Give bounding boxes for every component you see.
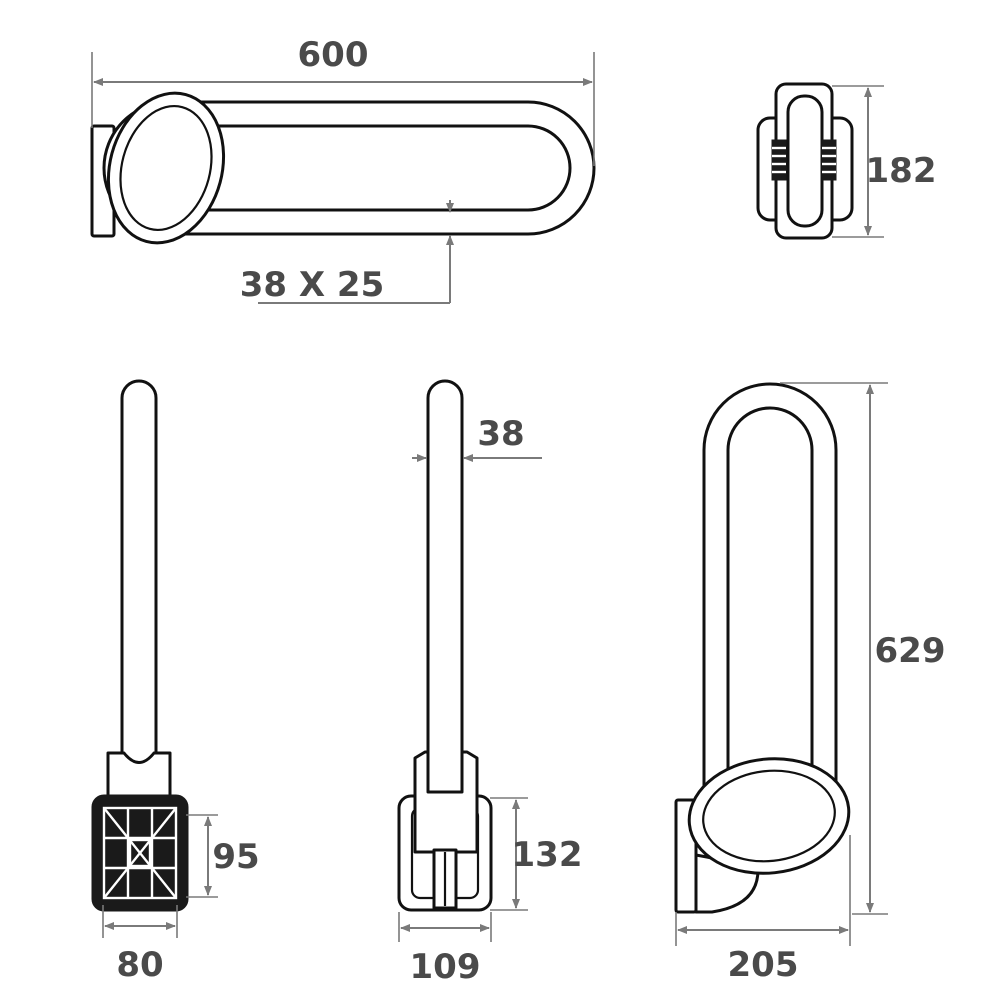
dimension-label-depth: 205 (728, 945, 799, 985)
hinge-ribs-left (771, 139, 787, 181)
end-tube (786, 94, 824, 228)
side-tube (426, 379, 464, 794)
top-view: 600 38 X 25 (90, 35, 596, 305)
dimension-label-total-height: 629 (875, 631, 946, 671)
side-view: 38 132 109 (397, 379, 583, 987)
base-plate-pattern (102, 806, 178, 900)
elevation-swivel-ring-inner (702, 769, 836, 863)
hinge-ribs-right (821, 139, 837, 181)
elevation-view: 629 205 (674, 382, 946, 985)
dimension-label-profile: 38 X 25 (240, 265, 385, 305)
dimension-label-length: 600 (298, 35, 369, 75)
swivel-ring-outer (106, 91, 226, 245)
elevation-loop-inner (726, 406, 814, 807)
dimension-label-plate-height: 182 (866, 151, 937, 191)
dimension-label-plate-inner-height: 95 (212, 837, 259, 877)
front-view: 95 80 (91, 379, 260, 985)
front-tube (120, 379, 158, 802)
elevation-swivel-ring-outer (687, 757, 851, 875)
dimension-label-bracket-width: 109 (410, 947, 481, 987)
dimension-label-plate-width: 80 (116, 945, 163, 985)
swivel-ring-inner (119, 104, 213, 232)
dimension-label-tube-diameter: 38 (477, 414, 524, 454)
end-view: 182 (756, 82, 937, 240)
front-bracket (106, 751, 172, 804)
dimension-label-bracket-height: 132 (512, 835, 583, 875)
